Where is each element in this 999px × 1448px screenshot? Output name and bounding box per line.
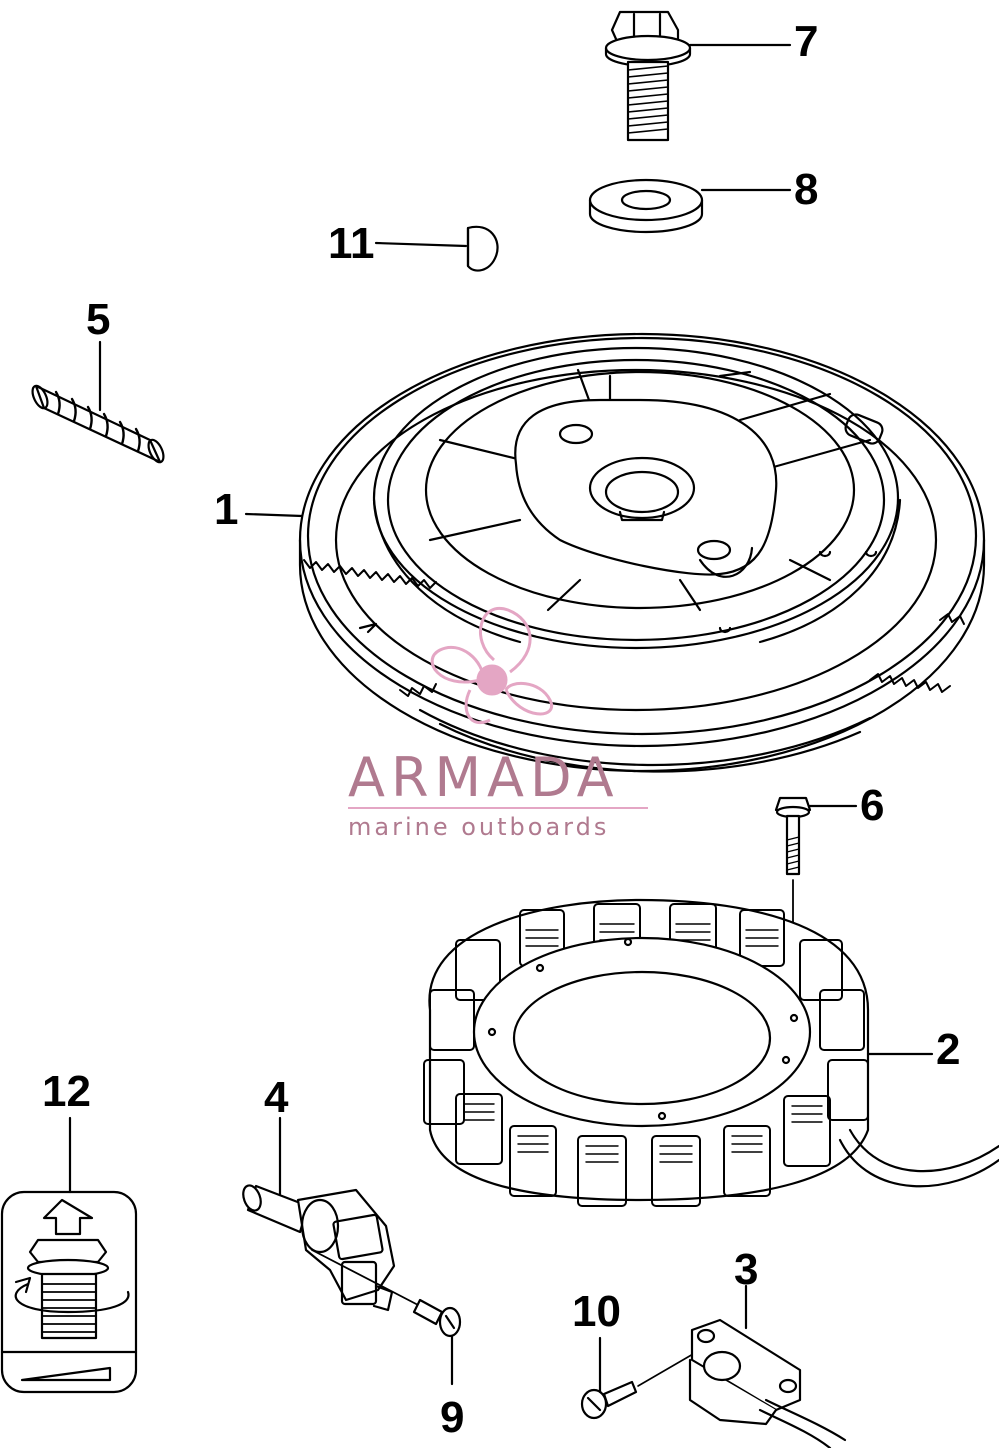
callout-8: 8 xyxy=(794,165,819,214)
callout-6: 6 xyxy=(860,781,885,830)
callout-3: 3 xyxy=(734,1245,759,1294)
leader-1 xyxy=(244,512,304,518)
screw-axis-9 xyxy=(311,1249,421,1307)
callout-11: 11 xyxy=(328,219,375,268)
callout-7: 7 xyxy=(794,17,819,66)
callout-4: 4 xyxy=(264,1073,289,1122)
part-7-flange-bolt xyxy=(604,10,692,142)
watermark-divider xyxy=(348,807,648,809)
callout-12: 12 xyxy=(42,1067,91,1116)
part-4-sensor xyxy=(242,1184,396,1312)
part-6-stator-screw xyxy=(774,796,812,876)
part-12-torque-icon xyxy=(0,1190,138,1394)
callout-1: 1 xyxy=(214,485,239,534)
part-10-screw xyxy=(580,1380,638,1420)
part-11-woodruff-key xyxy=(466,225,499,272)
watermark-propeller-logo xyxy=(430,606,554,725)
part-8-washer xyxy=(588,178,704,234)
screw-axis-10 xyxy=(637,1349,701,1387)
leader-11 xyxy=(374,241,468,248)
part-1-flywheel xyxy=(298,332,986,773)
callout-5: 5 xyxy=(86,295,111,344)
part-3-pulser-coil xyxy=(688,1318,847,1448)
part-2-stator xyxy=(423,898,999,1207)
part-9-screw xyxy=(412,1298,462,1338)
part-5-spring-pin xyxy=(31,384,165,464)
callout-10: 10 xyxy=(572,1287,621,1336)
watermark-title: ARMADA xyxy=(348,746,620,809)
watermark-subtitle: marine outboards xyxy=(348,813,610,841)
callout-2: 2 xyxy=(936,1025,961,1074)
callout-9: 9 xyxy=(440,1393,465,1442)
